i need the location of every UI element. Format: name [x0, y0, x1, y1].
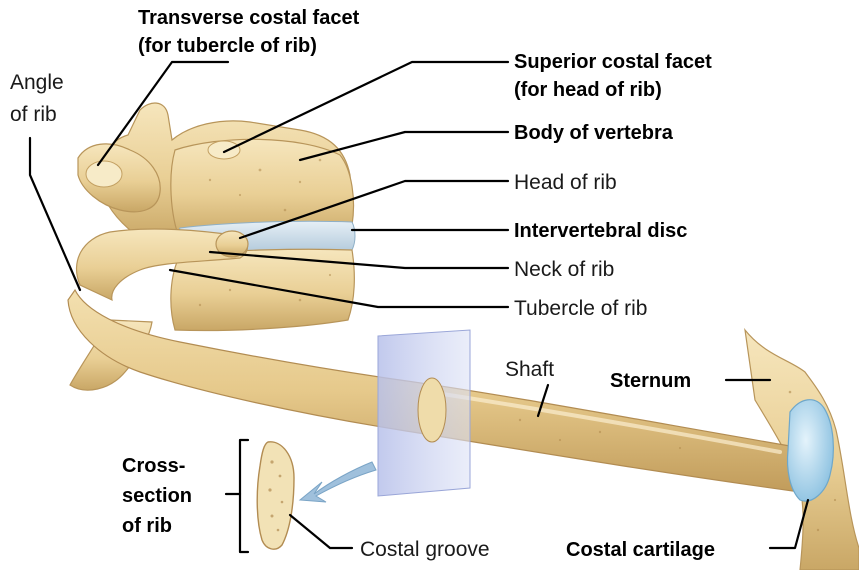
label-shaft: Shaft [505, 358, 554, 381]
label-angle-of-rib-sub: of rib [10, 103, 57, 126]
label-cross-section-sub2: of rib [122, 515, 172, 537]
label-neck-of-rib: Neck of rib [514, 258, 614, 281]
label-superior-costal-facet: Superior costal facet [514, 51, 712, 73]
label-transverse-costal-facet: Transverse costal facet [138, 7, 360, 29]
rib-cut-end [418, 378, 446, 442]
section-arrow [300, 462, 376, 502]
label-head-of-rib: Head of rib [514, 171, 617, 194]
cross-section-shape [257, 442, 294, 549]
leader-angle-of-rib [30, 138, 80, 290]
label-intervertebral-disc: Intervertebral disc [514, 220, 687, 242]
superior-costal-facet [208, 141, 240, 159]
label-costal-cartilage: Costal cartilage [566, 539, 715, 561]
label-costal-groove: Costal groove [360, 538, 490, 561]
leader-costal-groove [290, 515, 352, 548]
label-superior-costal-facet-sub: (for head of rib) [514, 79, 662, 101]
label-body-of-vertebra: Body of vertebra [514, 122, 674, 144]
label-tubercle-of-rib: Tubercle of rib [514, 297, 647, 320]
transverse-facet [86, 161, 122, 187]
label-sternum: Sternum [610, 370, 691, 392]
label-cross-section: Cross- [122, 455, 185, 477]
label-cross-section-sub1: section [122, 485, 192, 507]
label-angle-of-rib: Angle [10, 71, 64, 94]
label-transverse-costal-facet-sub: (for tubercle of rib) [138, 35, 317, 57]
leader-cross-section-bracket [240, 440, 248, 552]
costal-cartilage-shape [788, 400, 834, 501]
